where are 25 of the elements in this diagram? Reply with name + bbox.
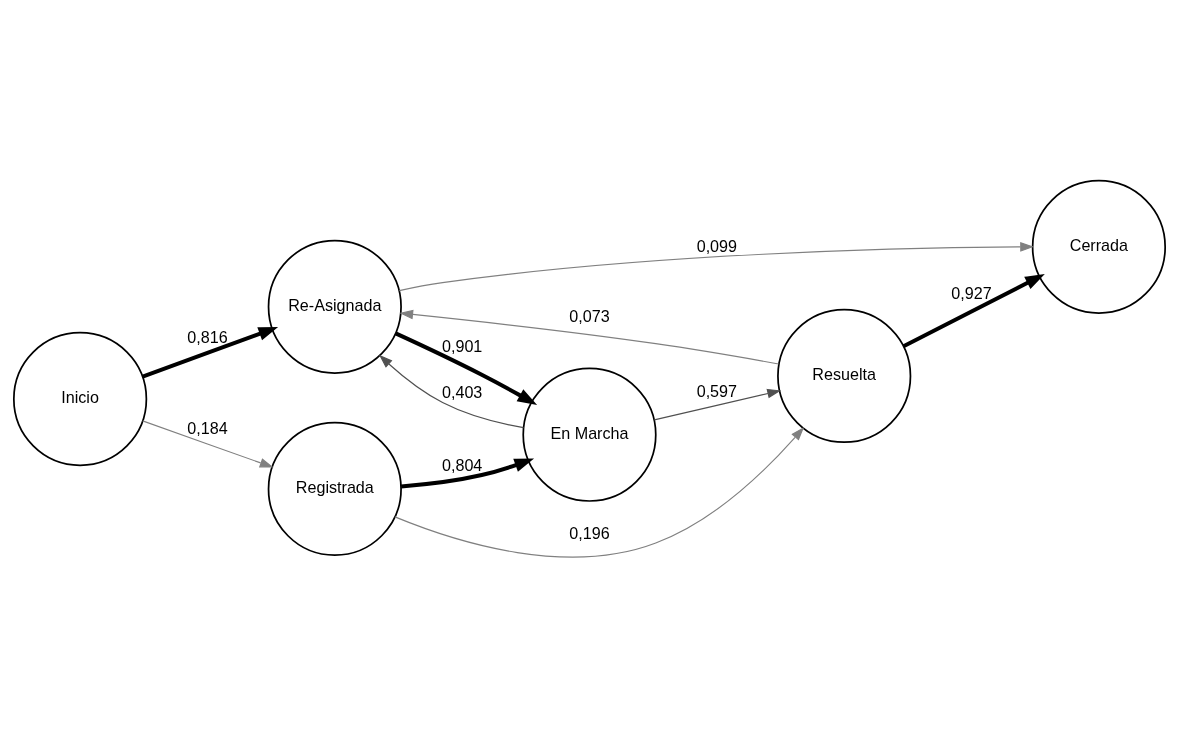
edge-label: 0,927 [951,283,992,302]
arrow [394,426,805,558]
edge-label: 0,196 [569,523,610,542]
arrow [902,273,1045,348]
edge-label: 0,403 [441,383,483,402]
arrow [394,331,538,405]
node-circle: En Marcha [522,367,657,502]
edge-label: 0,901 [441,336,483,355]
arrow [379,354,525,429]
edge-label: 0,816 [187,327,228,346]
arrow [142,420,274,468]
arrow [653,388,782,421]
edge-label: 0,184 [187,418,228,437]
edge-label: 0,804 [441,455,483,474]
edge-label: 0,099 [696,236,738,255]
arrow [399,309,780,365]
node-circle: Re-Asignada [267,239,402,374]
edge-label: 0,597 [696,381,738,400]
node-circle: Cerrada [1031,179,1167,314]
arrow [401,458,535,489]
arrow [398,242,1035,292]
node-circle: Registrada [267,421,402,557]
arrow [141,327,279,379]
edge-label: 0,073 [569,307,610,326]
node-circle: Inicio [12,331,148,467]
